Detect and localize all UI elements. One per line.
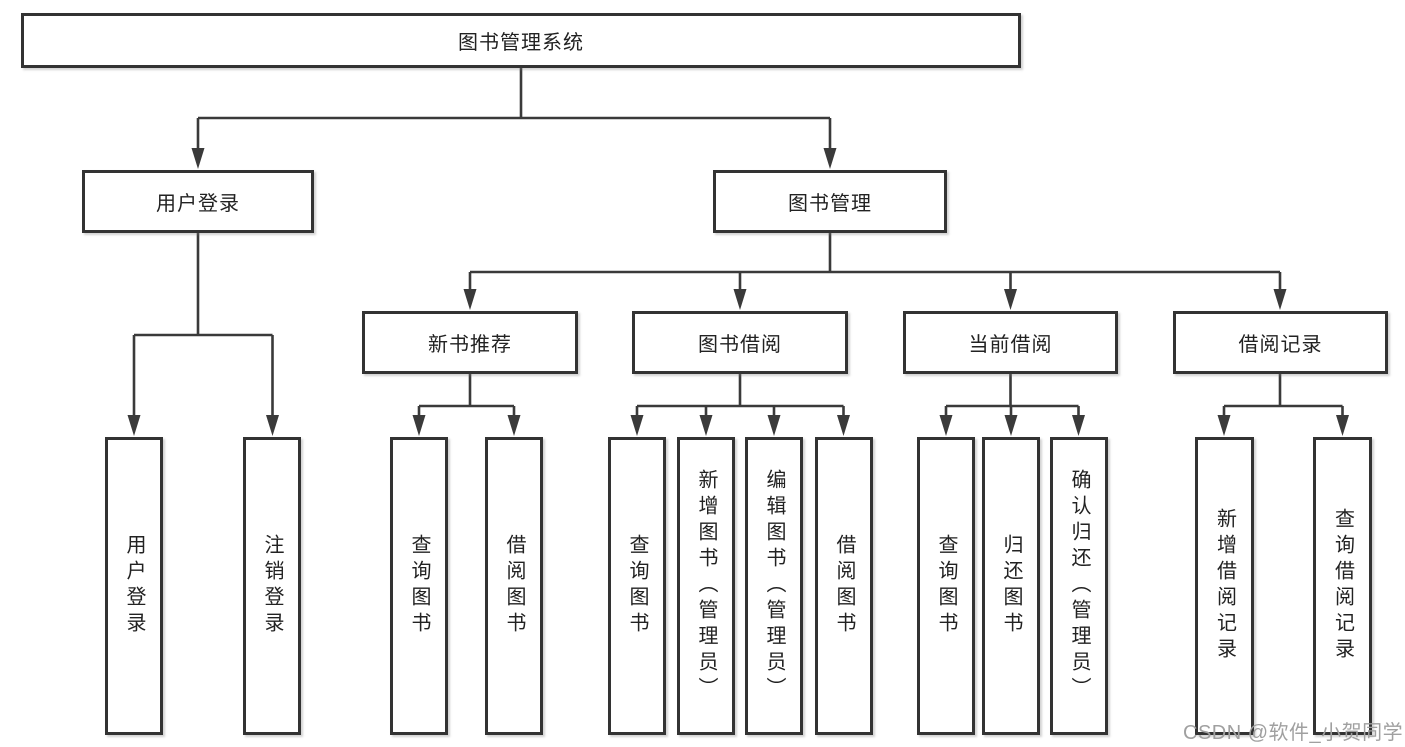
- csdn-watermark: CSDN @软件_小贺同学: [1183, 722, 1404, 744]
- leaf-borrowing-borrow-books: 借阅图书: [815, 437, 873, 735]
- leaf-recommend-borrow-books: 借阅图书: [485, 437, 543, 735]
- leaf-current-return-books: 归还图书: [982, 437, 1040, 735]
- leaf-user-login: 用户登录: [105, 437, 163, 735]
- leaf-borrowing-add-books-admin: 新增图书（管理员）: [677, 437, 735, 735]
- leaf-records-query-record: 查询借阅记录: [1313, 437, 1372, 735]
- leaf-borrowing-query-books: 查询图书: [608, 437, 666, 735]
- leaf-logout: 注销登录: [243, 437, 301, 735]
- node-user-login: 用户登录: [82, 170, 314, 233]
- leaf-current-query-books: 查询图书: [917, 437, 975, 735]
- node-new-book-recommend: 新书推荐: [362, 311, 578, 374]
- leaf-recommend-query-books: 查询图书: [390, 437, 448, 735]
- node-current-borrowing: 当前借阅: [903, 311, 1118, 374]
- node-book-borrowing: 图书借阅: [632, 311, 848, 374]
- leaf-current-confirm-return-admin: 确认归还（管理员）: [1050, 437, 1108, 735]
- node-library-system: 图书管理系统: [21, 13, 1021, 68]
- leaf-borrowing-edit-books-admin: 编辑图书（管理员）: [745, 437, 803, 735]
- node-book-management: 图书管理: [713, 170, 947, 233]
- leaf-records-add-record: 新增借阅记录: [1195, 437, 1254, 735]
- node-borrow-records: 借阅记录: [1173, 311, 1388, 374]
